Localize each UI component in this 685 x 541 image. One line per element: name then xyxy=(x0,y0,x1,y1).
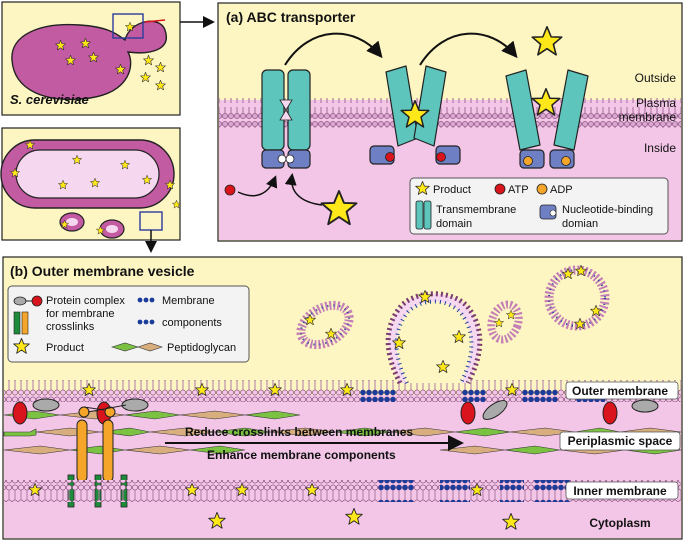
inner-membrane-tag xyxy=(565,481,679,500)
budding-vesicle xyxy=(385,290,483,385)
legend-membrane-components-line2: components xyxy=(162,317,222,329)
product-arrow xyxy=(284,173,323,206)
legend-atp: ATP xyxy=(508,184,529,196)
im-components-4 xyxy=(534,480,570,502)
im-components-3 xyxy=(500,480,524,502)
legend-membrane-components-line1: Membrane xyxy=(162,295,215,307)
free-vesicle-3 xyxy=(544,265,610,331)
outer-membrane-tag xyxy=(565,381,679,400)
legend-protein-complex-line3: crosslinks xyxy=(46,321,95,333)
abc-panel: (a) ABC transporter Outside Plasma membr… xyxy=(217,2,683,242)
legend-nbd-line1: Nucleotide-binding xyxy=(562,204,653,216)
om-components-3 xyxy=(522,380,558,402)
legend-peptidoglycan: Peptidoglycan xyxy=(167,342,236,354)
transporter-atp-bound xyxy=(369,65,461,165)
step-arrow-2 xyxy=(419,32,518,66)
membrane-label-line2: membrane xyxy=(619,110,677,124)
im-components-1 xyxy=(378,480,414,502)
atp-arrow xyxy=(237,175,278,197)
omv-legend: Protein complex for membrane crosslinks … xyxy=(7,285,250,363)
omv-panel: (b) Outer membrane vesicle Outer membran… xyxy=(2,256,683,540)
yeast-cell xyxy=(11,20,167,101)
action-enhance-components: Enhance membrane components xyxy=(207,448,396,462)
step-arrow-1 xyxy=(284,32,383,66)
free-vesicle-1 xyxy=(296,300,354,350)
bacterium-inner xyxy=(15,149,160,199)
outer-membrane-label: Outer membrane xyxy=(572,384,668,398)
omv-title: (b) Outer membrane vesicle xyxy=(10,263,195,279)
free-atp xyxy=(224,184,236,196)
inside-label: Inside xyxy=(644,141,676,155)
legend-tm-domain-line1: Transmembrane xyxy=(436,204,516,216)
membrane-label-line1: Plasma xyxy=(636,96,676,110)
om-components-2 xyxy=(462,380,486,402)
organism-label: S. cerevisiae xyxy=(10,92,89,107)
action-reduce-crosslinks: Reduce crosslinks between membranes xyxy=(185,425,413,439)
im-components-2 xyxy=(440,480,470,502)
yeast-panel: S. cerevisiae xyxy=(1,1,215,116)
legend-tm-domain-line2: domain xyxy=(436,218,472,230)
transporter-closed xyxy=(261,69,311,169)
bacteria-panel xyxy=(0,127,181,253)
transporter-adp-bound xyxy=(505,69,589,169)
periplasm-tag xyxy=(559,431,681,451)
omv-cell-region xyxy=(4,395,681,538)
legend-product-omv: Product xyxy=(46,342,84,354)
crosslink-complexes-left xyxy=(12,398,149,508)
legend-adp: ADP xyxy=(550,184,573,196)
free-vesicle-2 xyxy=(487,300,523,344)
abc-legend: Product ATP ADP Transmembrane domain Nuc… xyxy=(409,177,669,235)
periplasmic-space-label: Periplasmic space xyxy=(568,434,673,448)
legend-protein-complex-line1: Protein complex xyxy=(46,295,125,307)
transporter-marker xyxy=(144,19,166,23)
abc-title: (a) ABC transporter xyxy=(226,9,356,25)
crosslink-complexes-right xyxy=(460,399,659,425)
legend-protein-complex-line2: for membrane xyxy=(46,308,114,320)
outside-label: Outside xyxy=(635,71,677,85)
om-components-1 xyxy=(360,380,396,402)
cytoplasm-label: Cytoplasm xyxy=(589,516,650,530)
inner-membrane-label: Inner membrane xyxy=(573,484,667,498)
legend-product: Product xyxy=(433,184,471,196)
zoom-box-yeast xyxy=(112,13,144,39)
legend-nbd-line2: domian xyxy=(562,218,598,230)
